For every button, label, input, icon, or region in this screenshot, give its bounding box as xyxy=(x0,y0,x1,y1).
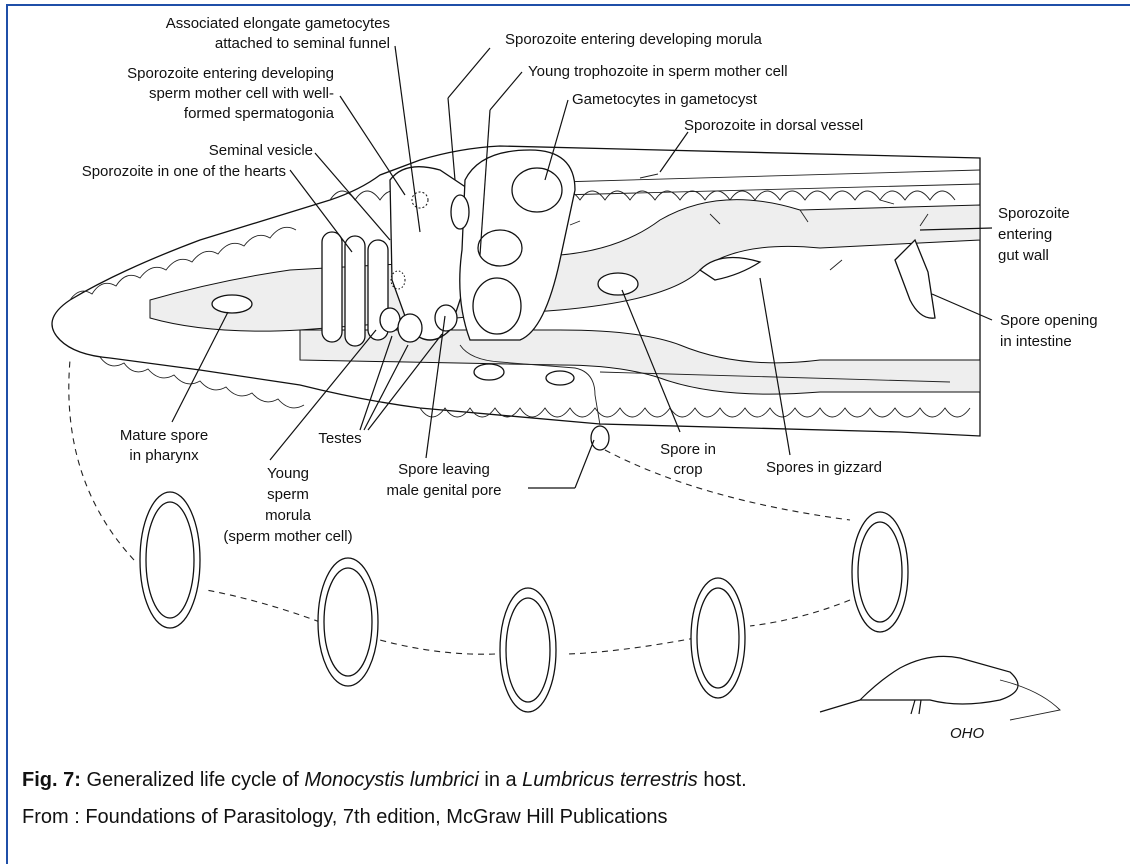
label-spore-opening-1: Spore opening xyxy=(1000,312,1098,329)
label-testes: Testes xyxy=(318,430,361,447)
label-spore-crop-1: Spore in xyxy=(660,441,716,458)
label-young-sperm-1: Young xyxy=(267,465,309,482)
label-young-sperm-3: morula xyxy=(265,507,312,524)
label-spore-leaving-1: Spore leaving xyxy=(398,461,490,478)
label-spore-crop-2: crop xyxy=(673,461,702,478)
label-sporozoite-dorsal: Sporozoite in dorsal vessel xyxy=(684,117,863,134)
label-mature-spore-2: in pharynx xyxy=(129,447,199,464)
caption-parasite-species: Monocystis lumbrici xyxy=(304,769,478,791)
label-gametocytes-gametocyst: Gametocytes in gametocyst xyxy=(572,91,758,108)
label-mature-spore-1: Mature spore xyxy=(120,427,208,444)
artist-signature: OHO xyxy=(950,725,985,742)
label-spore-opening-2: in intestine xyxy=(1000,333,1072,350)
life-cycle-diagram: Associated elongate gametocytes attached… xyxy=(0,0,1130,760)
caption-text-before: Generalized life cycle of xyxy=(81,769,304,791)
bird-illustration xyxy=(820,656,1060,720)
label-sporozoite-hearts: Sporozoite in one of the hearts xyxy=(82,163,286,180)
caption-host-species: Lumbricus terrestris xyxy=(522,769,698,791)
label-sporozoite-gut-1: Sporozoite xyxy=(998,205,1070,222)
caption-text-middle: in a xyxy=(479,769,522,791)
cycle-spores xyxy=(140,492,908,712)
label-seminal-vesicle: Seminal vesicle xyxy=(209,142,313,159)
figure-source: From : Foundations of Parasitology, 7th … xyxy=(22,806,667,829)
label-sporozoite-gut-2: entering xyxy=(998,226,1052,243)
label-young-sperm-2: sperm xyxy=(267,486,309,503)
label-associated-gametocytes-2: attached to seminal funnel xyxy=(215,35,390,52)
label-young-sperm-4: (sperm mother cell) xyxy=(223,528,352,545)
label-spores-gizzard: Spores in gizzard xyxy=(766,459,882,476)
figure-caption: Fig. 7: Generalized life cycle of Monocy… xyxy=(22,762,747,798)
label-sporozoite-sperm-3: formed spermatogonia xyxy=(184,105,335,122)
label-sporozoite-sperm-1: Sporozoite entering developing xyxy=(127,65,334,82)
label-associated-gametocytes-1: Associated elongate gametocytes xyxy=(166,15,390,32)
label-spore-leaving-2: male genital pore xyxy=(386,482,501,499)
label-sporozoite-morula: Sporozoite entering developing morula xyxy=(505,31,762,48)
label-young-trophozoite: Young trophozoite in sperm mother cell xyxy=(528,63,788,80)
caption-text-after: host. xyxy=(698,769,747,791)
label-sporozoite-sperm-2: sperm mother cell with well- xyxy=(149,85,334,102)
label-sporozoite-gut-3: gut wall xyxy=(998,247,1049,264)
hearts xyxy=(322,232,388,346)
caption-fig-label: Fig. 7: xyxy=(22,769,81,791)
